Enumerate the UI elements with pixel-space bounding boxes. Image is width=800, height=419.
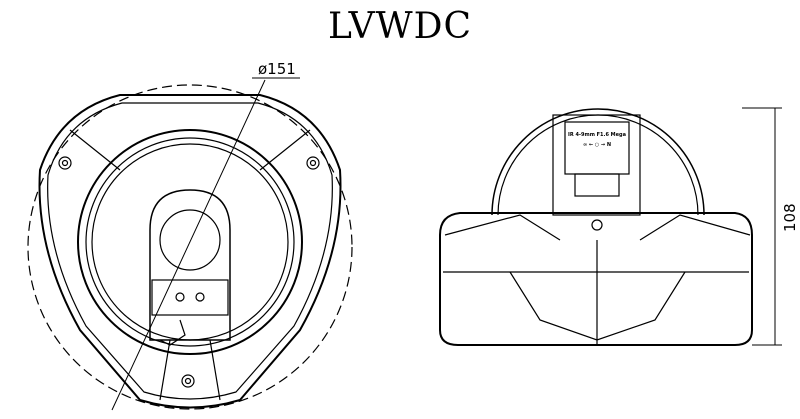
dome-inner xyxy=(497,114,699,216)
housing-ribs xyxy=(69,129,311,401)
screw-hole xyxy=(175,292,185,302)
base-facets xyxy=(444,214,751,345)
dome-ring-inner xyxy=(85,137,295,347)
lens-bracket xyxy=(149,189,231,341)
diameter-label: ø151 xyxy=(258,60,296,78)
screw xyxy=(58,156,72,170)
lens-label: IR 4-9mm F1.6 Mega xyxy=(568,132,626,138)
lens xyxy=(159,209,221,271)
dome xyxy=(491,108,705,216)
base-housing xyxy=(439,212,753,346)
dome-ring-outer xyxy=(77,129,303,355)
side-view xyxy=(439,107,782,346)
diameter-line xyxy=(111,79,266,411)
camera-bracket xyxy=(552,114,641,216)
housing-outline xyxy=(38,94,342,409)
lens-board xyxy=(151,279,229,316)
cable xyxy=(159,319,186,346)
screw xyxy=(181,374,195,388)
lens-module xyxy=(564,121,630,175)
height-label: 108 xyxy=(781,203,799,232)
led xyxy=(591,219,603,231)
outer-dashed-circle xyxy=(27,84,353,410)
housing-inner-outline xyxy=(47,102,333,400)
front-view xyxy=(27,77,353,411)
drawing-title: LVWDC xyxy=(327,6,473,47)
focus-label: ∞ ← ○ → N xyxy=(583,142,611,148)
screw-hole xyxy=(195,292,205,302)
screw xyxy=(306,156,320,170)
lens-barrel xyxy=(574,173,620,197)
